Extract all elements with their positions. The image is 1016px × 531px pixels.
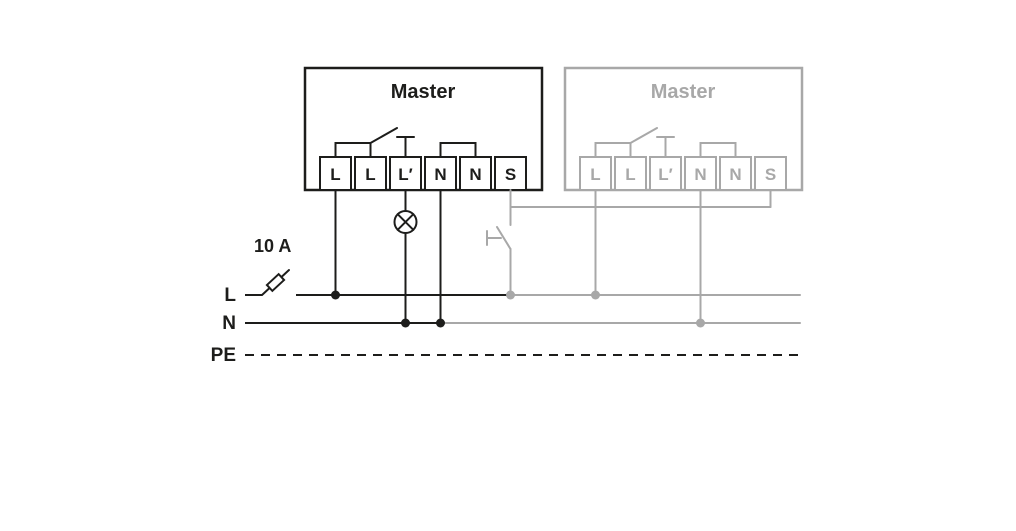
terminal-label: L [590,165,600,184]
supply-buses: L N PE [211,285,801,366]
terminal-label: L [625,165,635,184]
terminal-label: L′ [398,165,412,184]
junction-dot [401,318,410,328]
terminal-label: L [330,165,340,184]
internal-bridge-n-icon [439,142,477,158]
terminal-label: N [694,165,706,184]
junction-dot [506,290,515,300]
internal-bridge-l-icon [594,142,632,158]
terminal-n2 [459,156,492,191]
internal-bridge-l-icon [334,142,372,158]
relay-contact-fixed-icon [396,136,415,158]
junction-dot [436,318,445,328]
terminal-n1 [424,156,457,191]
master-device-active: Master L L L′ N N S [303,66,544,192]
terminal-n2 [719,156,752,191]
lamp-icon [393,210,418,234]
master-device-inactive: Master L L L′ N N S [563,66,804,192]
junction-dot [696,318,705,328]
switch-actuator [486,230,502,246]
terminal-label: L′ [658,165,672,184]
switch-blade [496,226,512,250]
fuse-rating-label: 10 A [254,236,291,256]
terminal-block: L L L′ N N S [319,156,527,191]
terminal-label: N [469,165,481,184]
relay-contact-icon [629,127,658,144]
internal-bridge-n-icon [699,142,737,158]
terminal-l2 [354,156,387,191]
terminal-s [754,156,787,191]
bus-label-l: L [224,285,236,306]
device-title: Master [651,81,716,103]
bus-label-pe: PE [211,345,236,366]
terminal-label: S [505,165,516,184]
relay-contact-icon [369,127,398,144]
lamp-cross [396,213,415,231]
device-title: Master [391,81,456,103]
junction-dot [591,290,600,300]
terminal-l1 [579,156,612,191]
relay-contact-fixed-icon [656,136,675,158]
fuse-body [265,272,286,293]
fuse-switch-icon: 10 A [254,236,291,296]
terminal-block: L L L′ N N S [579,156,787,191]
bus-label-n: N [222,313,236,334]
terminal-n1 [684,156,717,191]
terminal-label: N [729,165,741,184]
terminal-l-prime [389,156,422,191]
terminal-l2 [614,156,647,191]
terminal-label: N [434,165,446,184]
terminal-s [494,156,527,191]
pushbutton-switch-icon [486,226,512,250]
junction-dot [331,290,340,300]
terminal-label: S [765,165,776,184]
wiring-inactive [486,189,772,328]
wiring-active [331,189,445,328]
terminal-label: L [365,165,375,184]
terminal-l-prime [649,156,682,191]
